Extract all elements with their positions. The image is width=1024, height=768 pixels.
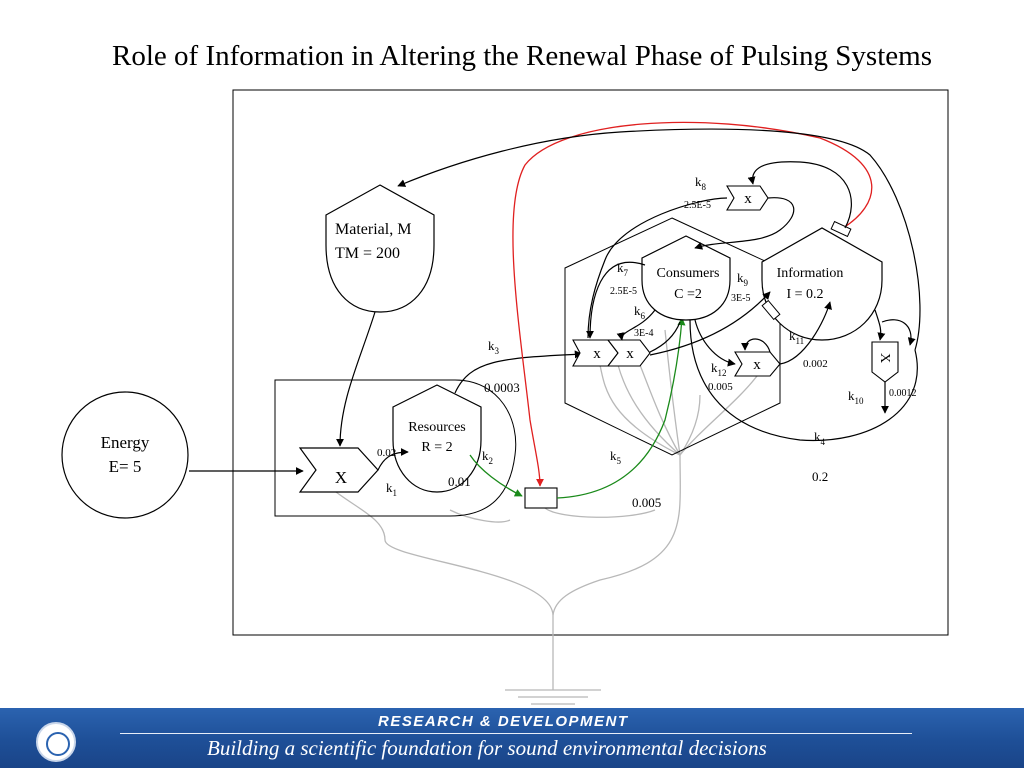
interaction-x-k8: [726, 185, 769, 211]
resources-storage: [392, 384, 482, 493]
recycle-to-material-arrow: [397, 128, 921, 351]
x-to-consumers-arrow: [649, 321, 681, 353]
recycle-box: [524, 487, 558, 509]
information-tab-left: [761, 299, 781, 321]
heat-sink-lines: [335, 329, 761, 705]
interaction-x-k10: [871, 341, 899, 383]
k2-value: 0.01: [448, 474, 471, 489]
resources-value: R = 2: [421, 440, 452, 455]
interaction-x-k6-label: x: [626, 346, 634, 362]
consumers-label: Consumers: [657, 266, 720, 281]
k8-value: 2.5E-5: [684, 200, 711, 211]
k6-value: 3E-4: [634, 328, 653, 339]
k11-label: k11: [789, 328, 804, 346]
k12-flow-arrow: [694, 319, 736, 367]
k4-value: 0.2: [812, 469, 828, 484]
interaction-x-main: [298, 447, 379, 493]
k12-label: k12: [711, 360, 727, 378]
k11-flow-arrow: [779, 301, 832, 365]
k8-to-x-arrow: [587, 197, 728, 339]
k9-label: k9: [737, 270, 749, 288]
k10-inflow-arrow: [874, 309, 886, 341]
information-value: I = 0.2: [786, 287, 823, 302]
material-to-x-arrow: [336, 311, 376, 447]
interaction-x-k3-label: x: [593, 346, 601, 362]
material-storage: [325, 184, 435, 313]
producer-box: [274, 379, 517, 517]
energy-value: E= 5: [109, 457, 142, 476]
k7-value: 2.5E-5: [610, 286, 637, 297]
k1-value: 0.02: [377, 447, 396, 459]
k7-flow-arrow: [586, 261, 646, 339]
k5-label: k5: [610, 448, 622, 466]
energy-source: [61, 391, 189, 519]
material-label: Material, M: [335, 221, 411, 238]
energy-systems-diagram: Energy E= 5 X Material, M TM = 200 Resou…: [61, 89, 949, 705]
k5-value: 0.005: [632, 495, 661, 510]
consumers-value: C =2: [674, 287, 702, 302]
interaction-x-k10-label: X: [877, 353, 892, 363]
information-label: Information: [777, 266, 844, 281]
rate-labels: k1 0.02 k2 0.01 k3 0.0003 k4 0.2 k5 0.00…: [377, 174, 917, 510]
k1-label: k1: [386, 480, 397, 498]
k6-label: k6: [634, 303, 646, 321]
k7-label: k7: [617, 260, 629, 278]
system-boundary: [232, 89, 949, 636]
k12-loop-arrow: [741, 338, 771, 353]
interaction-x-k12-label: x: [753, 357, 761, 373]
k2-label: k2: [482, 448, 493, 466]
material-value: TM = 200: [335, 245, 400, 262]
k6-feedback-arrow: [616, 309, 656, 341]
k10-loop-arrow: [881, 319, 916, 346]
k8-info-feedback: [747, 161, 852, 229]
epa-seal-icon: [36, 722, 76, 762]
k1-flow-arrow: [377, 448, 409, 471]
interaction-x-k8-label: x: [744, 191, 752, 207]
resources-label: Resources: [408, 420, 466, 435]
energy-label: Energy: [101, 433, 150, 452]
k4-flow-arrow: [689, 319, 918, 442]
k11-value: 0.002: [803, 358, 828, 370]
k12-value: 0.005: [708, 381, 733, 393]
footer-heading: RESEARCH & DEVELOPMENT: [378, 713, 629, 730]
footer-divider: [120, 733, 912, 734]
k4-label: k4: [814, 429, 826, 447]
information-tab-top: [830, 220, 852, 238]
consumers-storage: [641, 235, 731, 321]
footer-tagline: Building a scientific foundation for sou…: [207, 736, 767, 760]
footer-banner: RESEARCH & DEVELOPMENT Building a scient…: [0, 708, 1024, 768]
interaction-x-main-label: X: [335, 468, 347, 487]
information-red-flow: [512, 121, 873, 487]
k8-label: k8: [695, 174, 707, 192]
k8-consumer-link: [694, 197, 795, 250]
interaction-x-k6: [606, 339, 651, 367]
k2-flow-arrow: [469, 454, 523, 497]
k10-label: k10: [848, 388, 864, 406]
slide-title: Role of Information in Altering the Rene…: [112, 40, 932, 72]
k9-value: 3E-5: [731, 293, 750, 304]
k3-value: 0.0003: [484, 380, 520, 395]
k3-flow-arrow: [454, 350, 583, 394]
k9-flow-arrow: [649, 291, 771, 356]
k3-label: k3: [488, 338, 500, 356]
k10-value: 0.0012: [889, 388, 917, 399]
